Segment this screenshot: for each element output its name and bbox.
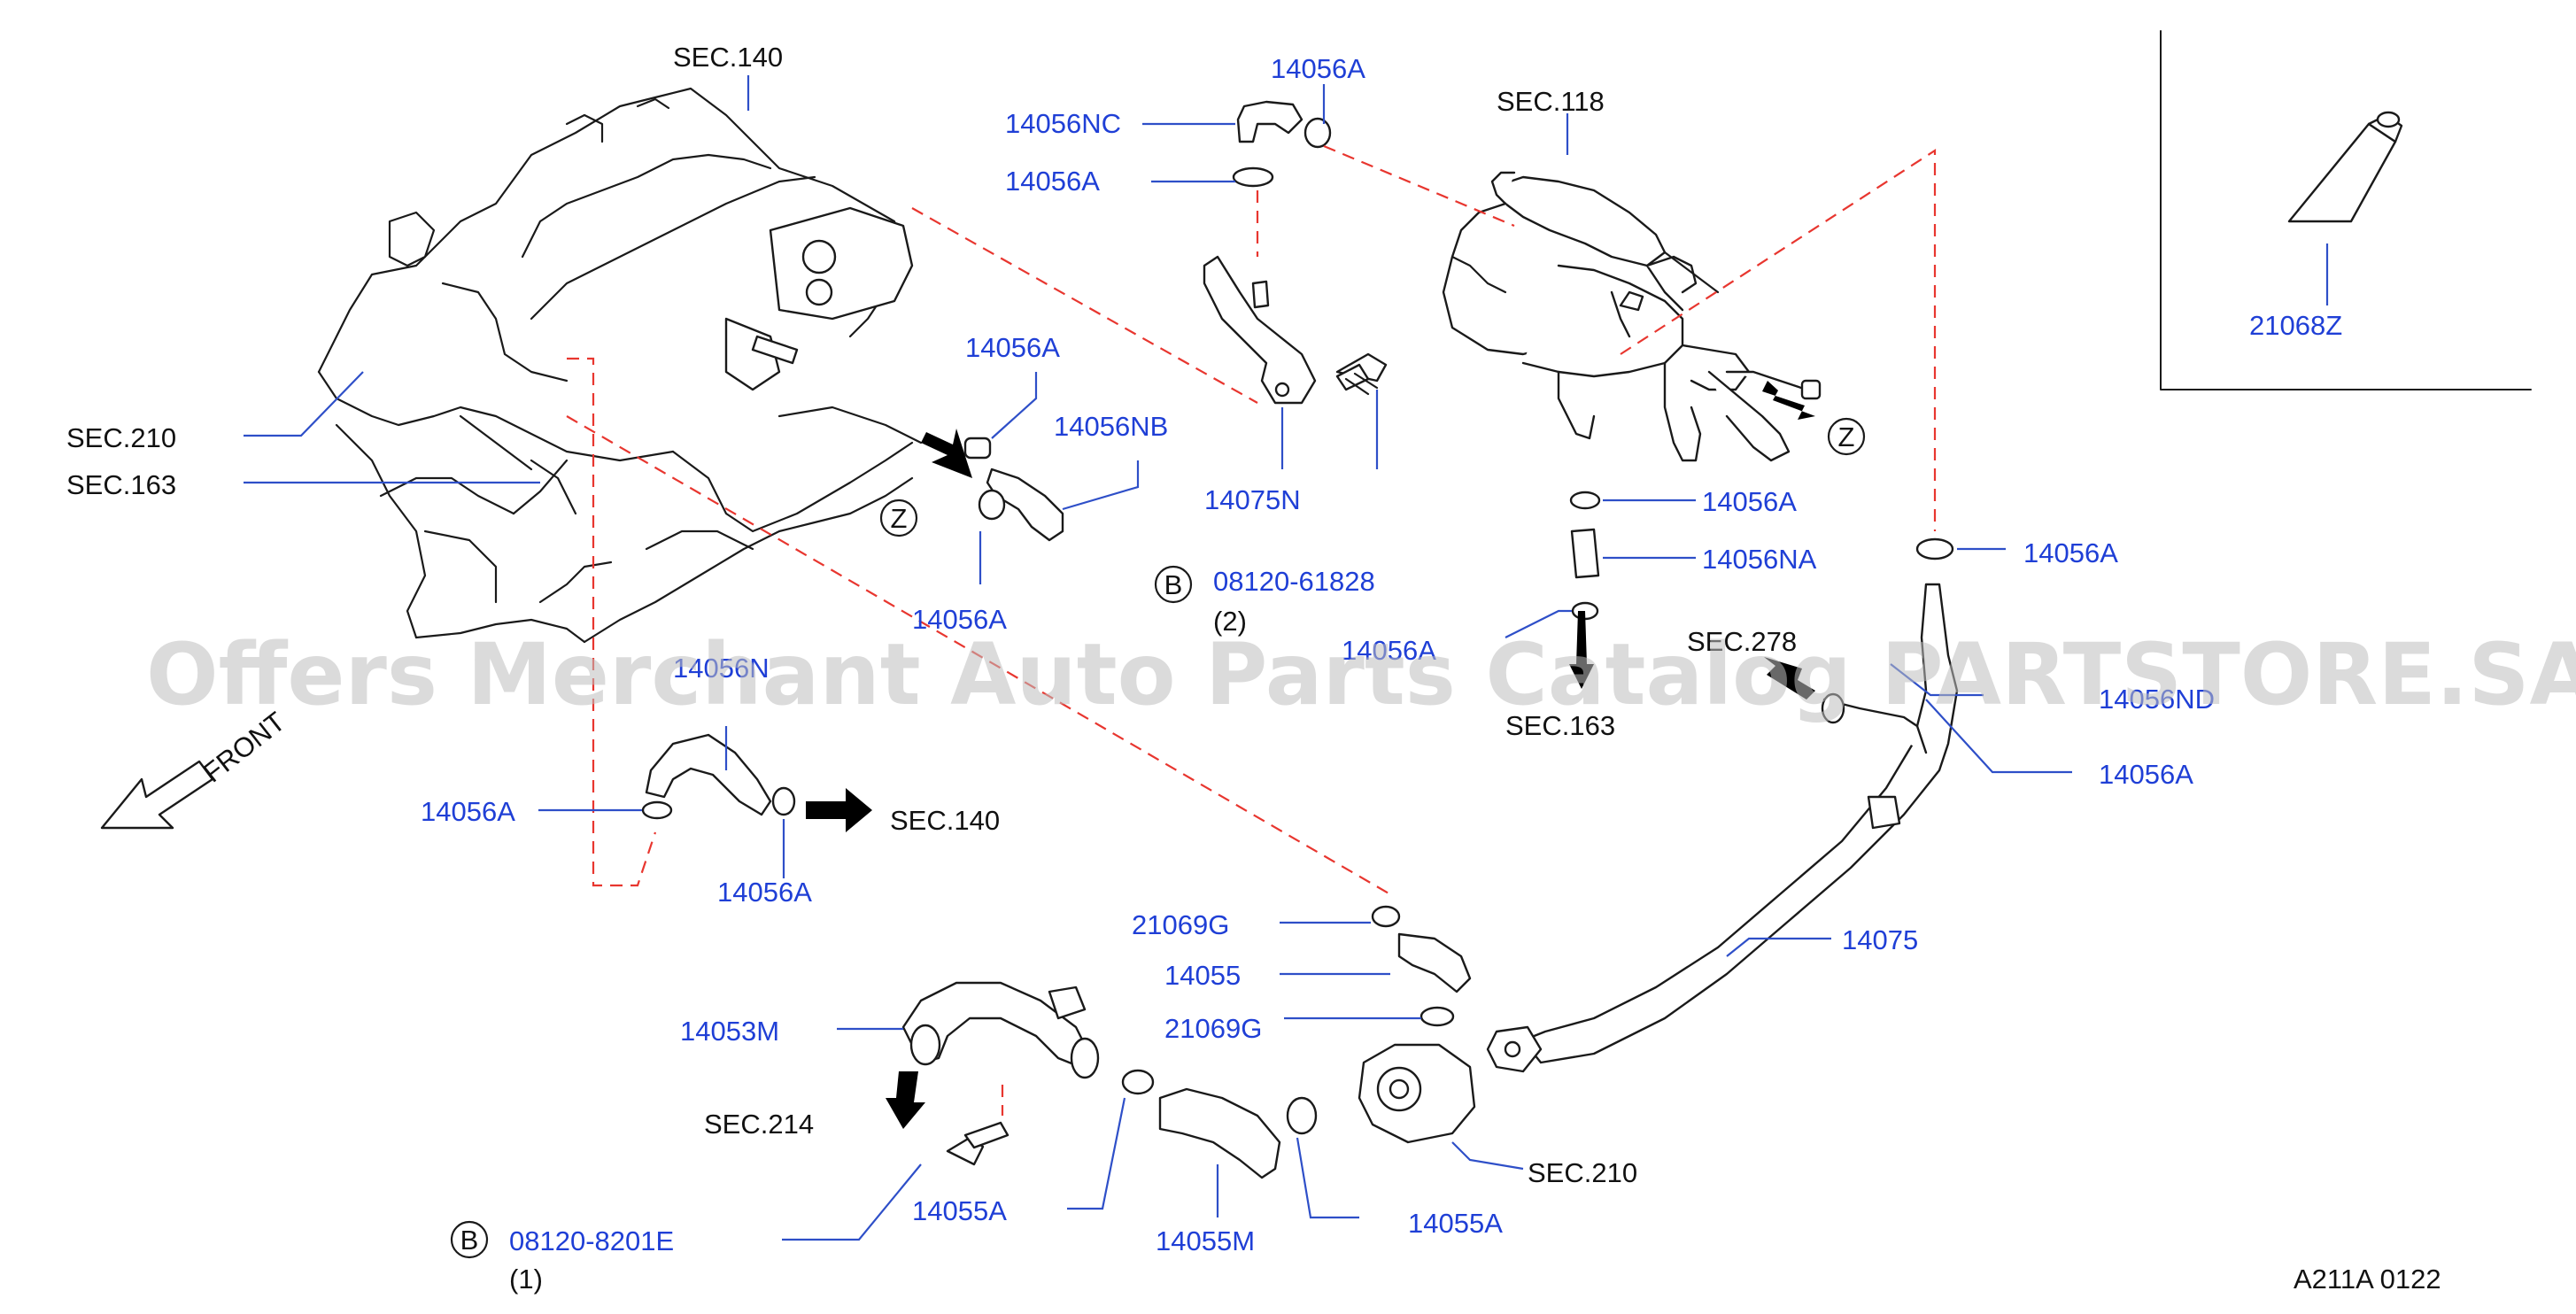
part-21068Z[interactable]: 21068Z: [2249, 310, 2342, 341]
sec210-left-label: SEC.210: [66, 422, 176, 453]
arrow-sec140: [806, 788, 872, 832]
part-14053M[interactable]: 14053M: [680, 1016, 779, 1047]
part-14055A-b[interactable]: 14055A: [1408, 1208, 1503, 1239]
svg-text:Z: Z: [891, 503, 908, 534]
part-14056A-h[interactable]: 14056A: [421, 796, 515, 827]
part-14056A-g[interactable]: 14056A: [2099, 759, 2193, 790]
sec140-top-label: SEC.140: [673, 42, 783, 73]
part-14056A-c[interactable]: 14056A: [912, 604, 1007, 635]
flow-arrows: [100, 381, 1815, 1129]
part-14056A-top[interactable]: 14056A: [1271, 53, 1365, 84]
engine-block-illustration: [317, 87, 923, 644]
hose-14055M: [1121, 1069, 1318, 1179]
sec278-label: SEC.278: [1687, 626, 1797, 657]
marker-b-bottom: B: [450, 1220, 489, 1259]
sealant-tube-21068Z: [2287, 111, 2403, 223]
part-14056A-b[interactable]: 14056A: [965, 332, 1060, 363]
quantity-2-label: (2): [1213, 606, 1247, 637]
part-21069G-a[interactable]: 21069G: [1132, 909, 1229, 940]
part-14056A-f[interactable]: 14056A: [2023, 537, 2118, 568]
part-14056A-d[interactable]: 14056A: [1702, 486, 1797, 517]
part-08120-8201E[interactable]: 08120-8201E: [509, 1225, 674, 1256]
marker-z-right: Z: [1827, 417, 1866, 456]
arrow-sec163-down: [1569, 611, 1594, 689]
part-21069G-b[interactable]: 21069G: [1164, 1013, 1262, 1044]
svg-text:Z: Z: [1838, 421, 1855, 452]
part-14055A-a[interactable]: 14055A: [912, 1195, 1007, 1226]
water-pipe-14075N: [1203, 255, 1317, 405]
part-14056N[interactable]: 14056N: [673, 653, 770, 684]
inset-box-border: [2160, 30, 2532, 390]
water-outlet-assembly: [1442, 171, 1822, 462]
bolt-08120-8201E: [946, 1121, 1010, 1166]
part-14056A-top2[interactable]: 14056A: [1005, 166, 1100, 197]
part-08120-61828[interactable]: 08120-61828: [1213, 566, 1375, 597]
leader-lines: [244, 75, 2329, 1241]
part-14056ND[interactable]: 14056ND: [2099, 684, 2215, 715]
hose-14053M: [901, 981, 1100, 1079]
part-14056NB[interactable]: 14056NB: [1054, 411, 1168, 442]
part-14056NA[interactable]: 14056NA: [1702, 544, 1817, 575]
part-14056A-e[interactable]: 14056A: [1342, 635, 1436, 666]
clamp-14056A-top: [1232, 117, 1332, 188]
part-14055[interactable]: 14055: [1164, 960, 1241, 991]
hose-14056NA: [1569, 491, 1601, 621]
hose-14056NC: [1236, 100, 1303, 143]
watermark-text: Offers Merchant Auto Parts Catalog PARTS…: [146, 625, 2576, 724]
arrow-z-right: [1762, 381, 1815, 420]
svg-text:B: B: [1164, 569, 1183, 600]
hose-14056NB: [963, 437, 1064, 542]
part-14056A-i[interactable]: 14056A: [717, 877, 812, 908]
sec163-left-label: SEC.163: [66, 469, 176, 500]
bolt-08120-61828: [1335, 352, 1388, 396]
part-14075N[interactable]: 14075N: [1204, 484, 1301, 515]
hose-14056N: [641, 733, 796, 820]
front-arrow-outline: [100, 760, 214, 830]
part-14055M[interactable]: 14055M: [1156, 1225, 1255, 1256]
quantity-1-label: (1): [509, 1264, 543, 1295]
arrow-z-left: [921, 429, 972, 478]
sec214-label: SEC.214: [704, 1109, 814, 1140]
sec118-label: SEC.118: [1497, 86, 1605, 117]
svg-text:B: B: [460, 1225, 479, 1256]
water-pipe-14075: [1486, 537, 1959, 1073]
sec163-mid-label: SEC.163: [1505, 710, 1615, 741]
water-pump-inlet: [1358, 1043, 1476, 1144]
footer-code: A211A 0122: [2294, 1264, 2441, 1295]
marker-z-left: Z: [879, 499, 918, 537]
arrow-sec278: [1764, 657, 1815, 700]
marker-b-top: B: [1154, 565, 1193, 604]
sec210-bottom-label: SEC.210: [1528, 1157, 1637, 1188]
sec140-mid-label: SEC.140: [890, 805, 1000, 836]
arrow-sec214: [886, 1071, 925, 1129]
hose-14055: [1371, 905, 1472, 1027]
part-14075[interactable]: 14075: [1842, 924, 1918, 955]
connection-lines: [566, 144, 1937, 1116]
part-14056NC[interactable]: 14056NC: [1005, 108, 1121, 139]
